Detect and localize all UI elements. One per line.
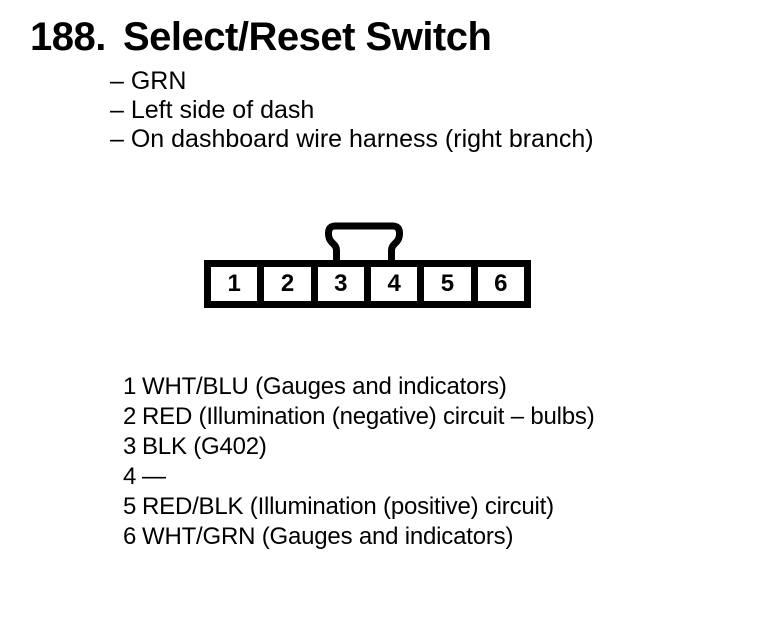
note-line: – GRN: [110, 67, 187, 95]
connector-body: 1 2 3 4 5 6: [204, 260, 531, 308]
pinout-pin-number: 3: [123, 433, 137, 460]
pinout-pin-number: 6: [123, 523, 137, 550]
pinout-pin-number: 1: [123, 373, 137, 400]
connector-pin-3: 3: [317, 267, 364, 301]
connector-pin-2: 2: [264, 267, 311, 301]
section-number: 188.: [30, 15, 106, 59]
connector-pin-1: 1: [211, 267, 258, 301]
pinout-row: 5 RED/BLK (Illumination (positive) circu…: [123, 492, 595, 522]
note-line: – On dashboard wire harness (right branc…: [110, 125, 594, 153]
pinout-pin-desc: WHT/GRN (Gauges and indicators): [142, 523, 514, 550]
pinout-pin-number: 5: [123, 493, 137, 520]
pinout-list: 1 WHT/BLU (Gauges and indicators) 2 RED …: [123, 372, 595, 552]
connector-tab-icon: [325, 222, 403, 263]
pinout-row: 2 RED (Illumination (negative) circuit –…: [123, 402, 595, 432]
pinout-row: 3 BLK (G402): [123, 432, 595, 462]
pinout-row: 1 WHT/BLU (Gauges and indicators): [123, 372, 595, 402]
connector-pin-4: 4: [370, 267, 418, 301]
notes-list: – GRN – Left side of dash – On dashboard…: [110, 67, 594, 154]
pinout-row: 4 —: [123, 462, 595, 492]
pinout-pin-desc: WHT/BLU (Gauges and indicators): [142, 373, 507, 400]
pinout-pin-desc: RED (Illumination (negative) circuit – b…: [142, 403, 595, 430]
pinout-pin-desc: —: [142, 463, 166, 490]
pinout-pin-desc: RED/BLK (Illumination (positive) circuit…: [142, 493, 554, 520]
pinout-pin-desc: BLK (G402): [142, 433, 267, 460]
section-title: Select/Reset Switch: [123, 15, 492, 59]
pinout-pin-number: 2: [123, 403, 137, 430]
note-line: – Left side of dash: [110, 96, 315, 124]
connector-pin-5: 5: [424, 267, 471, 301]
connector-pin-6: 6: [477, 267, 524, 301]
pinout-pin-number: 4: [123, 463, 137, 490]
pinout-row: 6 WHT/GRN (Gauges and indicators): [123, 522, 595, 552]
page-title: 188. Select/Reset Switch: [30, 13, 492, 61]
